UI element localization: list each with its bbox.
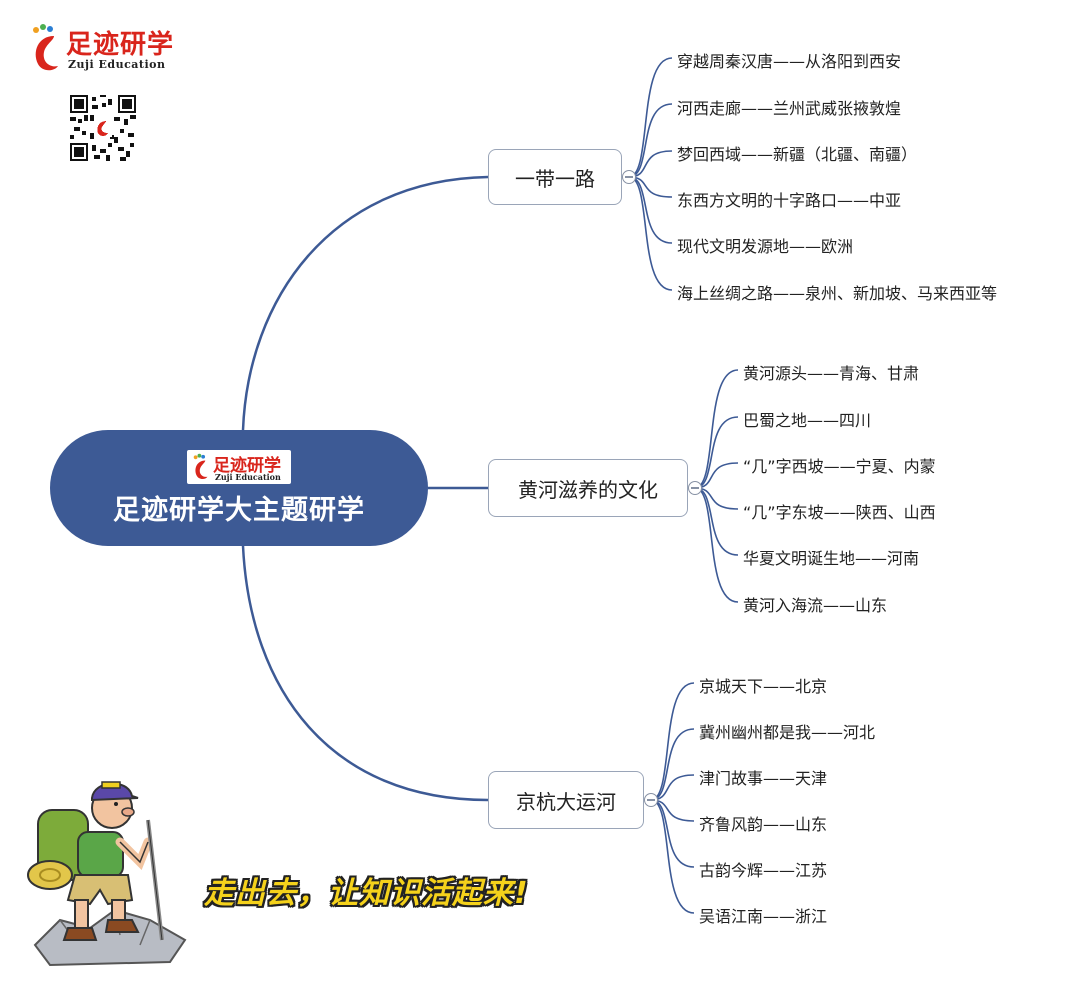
leaf-item[interactable]: 吴语江南——浙江	[699, 907, 828, 926]
hiker-illustration	[27, 781, 187, 967]
leaf-connector	[694, 487, 739, 603]
branch-label: 一带一路	[515, 166, 595, 191]
leaf-connector	[628, 57, 673, 178]
footprint-logo-icon	[33, 24, 58, 71]
brand-name-en: Zuji Education	[68, 58, 166, 71]
leaf-item[interactable]: 齐鲁风韵——山东	[699, 815, 828, 834]
central-topic[interactable]: 足迹研学 Zuji Education 足迹研学大主题研学	[50, 430, 428, 546]
leaf-item[interactable]: 梦回西域——新疆（北疆、南疆）	[677, 145, 918, 164]
leaf-item[interactable]: 冀州幽州都是我——河北	[699, 723, 876, 742]
collapse-icon[interactable]	[644, 793, 658, 807]
leaf-connector	[694, 369, 739, 489]
leaf-item[interactable]: 华夏文明诞生地——河南	[743, 549, 920, 568]
leaf-item[interactable]: 海上丝绸之路——泉州、新加坡、马来西亚等	[677, 284, 998, 303]
footprint-logo-icon	[193, 453, 208, 479]
leaf-item[interactable]: 津门故事——天津	[699, 769, 828, 788]
collapse-icon[interactable]	[688, 481, 702, 495]
center-brand-logo: 足迹研学 Zuji Education	[187, 450, 291, 484]
qr-code-icon	[70, 95, 136, 161]
leaf-connector	[628, 176, 673, 244]
leaf-item[interactable]: 东西方文明的十字路口——中亚	[677, 191, 902, 210]
leaf-item[interactable]: 京城天下——北京	[699, 677, 828, 696]
branch-label: 京杭大运河	[516, 789, 616, 814]
leaf-connector	[628, 176, 673, 291]
leaf-item[interactable]: 黄河入海流——山东	[743, 596, 888, 615]
branch-label: 黄河滋养的文化	[518, 477, 658, 502]
central-topic-title: 足迹研学大主题研学	[113, 495, 365, 526]
leaf-item[interactable]: 现代文明发源地——欧洲	[677, 237, 854, 256]
center-brand-name-en: Zuji Education	[215, 472, 281, 482]
branch-yellow-river-culture[interactable]: 黄河滋养的文化	[488, 459, 688, 517]
leaf-connector	[650, 799, 695, 868]
slogan: 走出去，让知识活起来!	[204, 876, 529, 911]
leaf-item[interactable]: “几”字西坡——宁夏、内蒙	[743, 457, 936, 476]
leaf-item[interactable]: 黄河源头——青海、甘肃	[743, 364, 920, 383]
leaf-item[interactable]: “几”字东坡——陕西、山西	[743, 503, 936, 522]
leaf-connector	[694, 416, 739, 489]
leaf-item[interactable]: 穿越周秦汉唐——从洛阳到西安	[677, 52, 902, 71]
leaf-item[interactable]: 古韵今辉——江苏	[699, 861, 828, 880]
leaf-connector	[650, 728, 695, 801]
leaf-connector	[650, 682, 695, 801]
leaf-connector	[694, 487, 739, 556]
collapse-icon[interactable]	[622, 170, 636, 184]
center-brand-name-cn: 足迹研学	[213, 456, 281, 476]
branch-grand-canal[interactable]: 京杭大运河	[488, 771, 644, 829]
leaf-item[interactable]: 巴蜀之地——四川	[743, 411, 872, 430]
leaf-item[interactable]: 河西走廊——兰州武威张掖敦煌	[677, 99, 902, 118]
brand-logo: 足迹研学 Zuji Education	[28, 22, 188, 78]
branch-belt-and-road[interactable]: 一带一路	[488, 149, 622, 205]
leaf-connector	[650, 799, 695, 914]
leaf-connector	[628, 103, 673, 178]
brand-name-cn: 足迹研学	[66, 30, 175, 60]
